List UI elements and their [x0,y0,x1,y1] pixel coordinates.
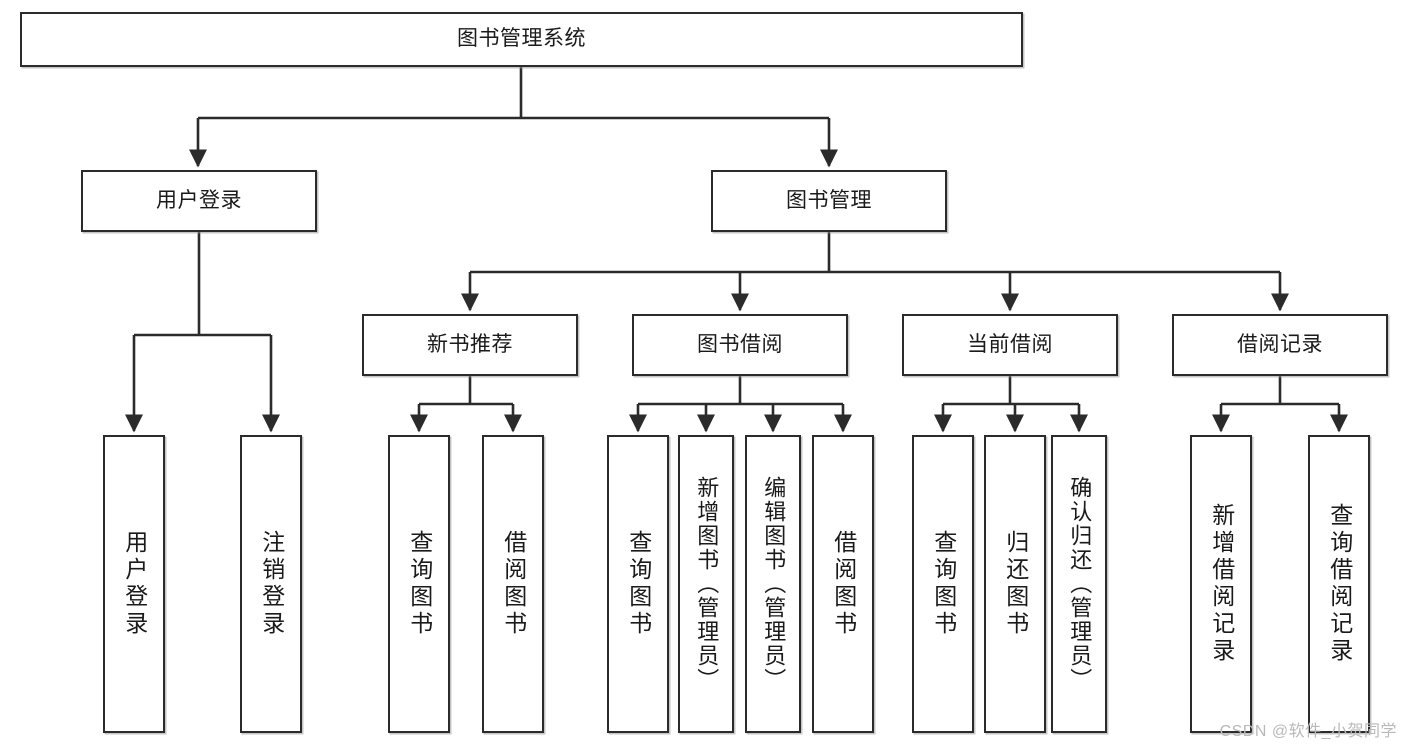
node-leaf-user-logout[interactable]: 注销登录 [240,435,302,733]
node-leaf-query-book-2[interactable]: 查询图书 [607,435,669,733]
node-label: 查询图书 [930,530,957,638]
node-leaf-borrow-book-2[interactable]: 借阅图书 [812,435,874,733]
node-leaf-add-record[interactable]: 新增借阅记录 [1190,435,1252,733]
node-label: 归还图书 [1002,530,1029,638]
node-new-book-rec[interactable]: 新书推荐 [362,314,578,376]
node-label: 编辑图书（管理员） [761,476,787,692]
node-leaf-borrow-book-1[interactable]: 借阅图书 [482,435,544,733]
node-label: 新增借阅记录 [1208,503,1235,665]
node-label: 图书借阅 [697,332,783,356]
node-label: 查询借阅记录 [1326,503,1353,665]
node-label: 注销登录 [258,530,285,638]
node-book-manage[interactable]: 图书管理 [711,170,947,232]
node-label: 借阅图书 [500,530,527,638]
node-leaf-query-record[interactable]: 查询借阅记录 [1308,435,1370,733]
node-leaf-return-book[interactable]: 归还图书 [984,435,1046,733]
node-label: 图书管理 [786,188,872,212]
node-label: 用户登录 [156,188,242,212]
node-leaf-confirm-return[interactable]: 确认归还（管理员） [1051,435,1107,733]
csdn-watermark: CSDN @软件_小贺同学 [1219,723,1397,740]
node-leaf-query-book-1[interactable]: 查询图书 [388,435,450,733]
node-label: 确认归还（管理员） [1067,476,1093,692]
node-leaf-edit-book[interactable]: 编辑图书（管理员） [745,435,801,733]
node-label: 借阅记录 [1237,332,1323,356]
node-leaf-add-book[interactable]: 新增图书（管理员） [678,435,734,733]
node-borrow-record[interactable]: 借阅记录 [1172,314,1388,376]
node-label: 查询图书 [406,530,433,638]
node-label: 当前借阅 [967,332,1053,356]
node-leaf-user-login[interactable]: 用户登录 [103,435,165,733]
node-label: 查询图书 [625,530,652,638]
node-label: 新增图书（管理员） [694,476,720,692]
node-book-borrow[interactable]: 图书借阅 [632,314,848,376]
node-label: 用户登录 [121,530,148,638]
node-user-login[interactable]: 用户登录 [81,170,317,232]
node-current-borrow[interactable]: 当前借阅 [902,314,1118,376]
node-label: 新书推荐 [427,332,513,356]
node-label: 借阅图书 [830,530,857,638]
node-root[interactable]: 图书管理系统 [20,12,1023,67]
node-label: 图书管理系统 [457,27,586,51]
node-leaf-query-book-3[interactable]: 查询图书 [912,435,974,733]
